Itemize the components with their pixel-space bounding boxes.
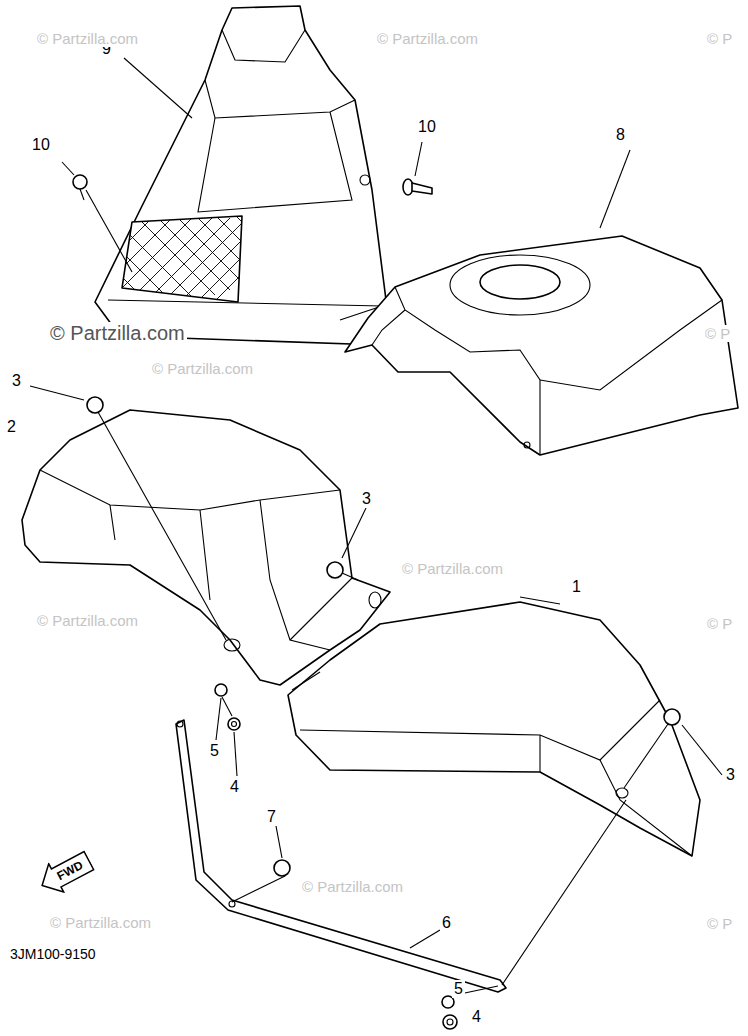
callout-number: 5 bbox=[208, 742, 221, 760]
callout-number: 3 bbox=[10, 372, 23, 390]
rear-fender bbox=[22, 410, 390, 685]
screw bbox=[62, 142, 432, 272]
callout-number: 8 bbox=[614, 126, 627, 144]
watermark: © Partzilla.com bbox=[375, 30, 480, 47]
callout-number: 6 bbox=[440, 914, 453, 932]
watermark: © Partzilla.com bbox=[150, 360, 255, 377]
callout-number: 3 bbox=[360, 490, 373, 508]
callout-number: 10 bbox=[416, 118, 438, 136]
screw bbox=[30, 386, 722, 788]
callout-number: 2 bbox=[5, 418, 18, 436]
watermark: © P bbox=[705, 615, 734, 632]
callout-number: 4 bbox=[470, 1008, 483, 1026]
callout-number: 3 bbox=[724, 766, 737, 784]
leader-line bbox=[124, 58, 192, 118]
front-fender bbox=[288, 597, 700, 856]
stay-bracket bbox=[176, 720, 626, 1029]
tank-cover bbox=[345, 150, 738, 455]
watermark: © P bbox=[705, 30, 734, 47]
watermark: © Partzilla.com bbox=[400, 560, 505, 577]
watermark: © P bbox=[703, 325, 732, 342]
watermark: © Partzilla.com bbox=[35, 30, 140, 47]
watermark: © Partzilla.com bbox=[48, 914, 153, 931]
callout-number: 4 bbox=[228, 778, 241, 796]
callout-number: 7 bbox=[265, 808, 278, 826]
watermark: © Partzilla.com bbox=[300, 878, 405, 895]
watermark: © Partzilla.com bbox=[35, 612, 140, 629]
watermark: © P bbox=[705, 915, 734, 932]
callout-number: 5 bbox=[452, 980, 465, 998]
arrow-label: FWD bbox=[33, 845, 98, 901]
headlight-cover bbox=[65, 6, 386, 345]
watermark: © Partzilla.com bbox=[48, 322, 187, 345]
callout-number: 10 bbox=[30, 136, 52, 154]
direction-arrow: FWD bbox=[33, 845, 98, 901]
diagram-code: 3JM100-9150 bbox=[8, 946, 98, 962]
callout-number: 1 bbox=[570, 578, 583, 596]
